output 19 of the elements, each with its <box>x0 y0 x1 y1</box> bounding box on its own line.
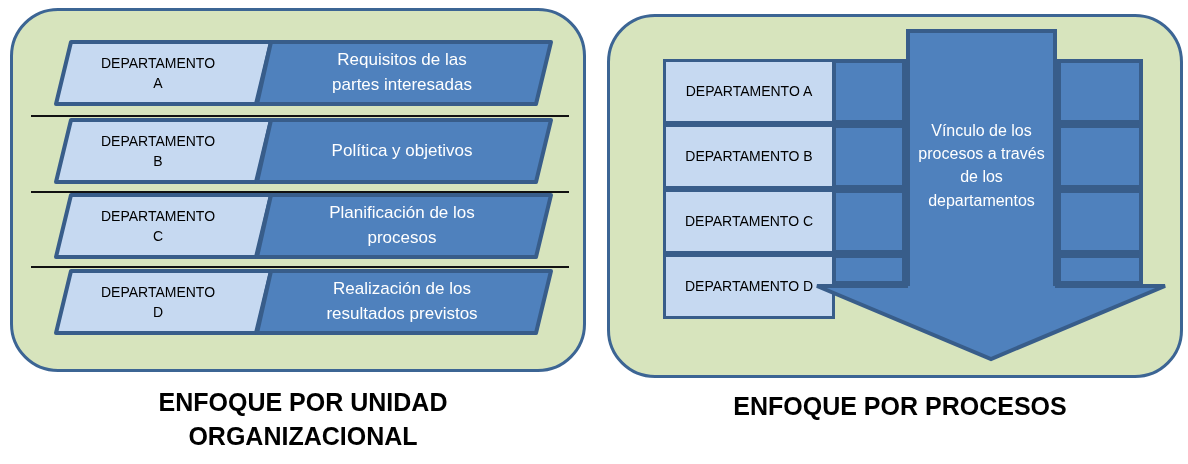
department-label: DEPARTAMENTO C <box>684 212 814 232</box>
process-label: Vínculo de los procesos a través de los departamentos <box>917 121 1046 211</box>
process-label: Requisitos de las partes interesadas <box>331 49 473 96</box>
department-label: DEPARTAMENTO D <box>684 277 814 297</box>
department-cell <box>663 59 835 124</box>
panel-title: ENFOQUE POR PROCESOS <box>732 391 1068 422</box>
department-cell <box>663 254 835 319</box>
department-label: DEPARTAMENTO B <box>99 131 217 171</box>
department-label: DEPARTAMENTO B <box>685 147 813 167</box>
department-label: DEPARTAMENTO A <box>685 82 813 102</box>
process-label: Política y objetivos <box>331 139 473 162</box>
process-label: Planificación de los procesos <box>328 202 476 249</box>
process-label: Realización de los resultados previstos <box>325 278 479 325</box>
department-label: DEPARTAMENTO D <box>99 282 217 322</box>
department-cell <box>663 124 835 189</box>
panel-title: ENFOQUE POR UNIDAD ORGANIZACIONAL <box>157 387 449 452</box>
department-label: DEPARTAMENTO A <box>99 53 217 93</box>
department-cell <box>663 189 835 254</box>
department-label: DEPARTAMENTO C <box>99 206 217 246</box>
